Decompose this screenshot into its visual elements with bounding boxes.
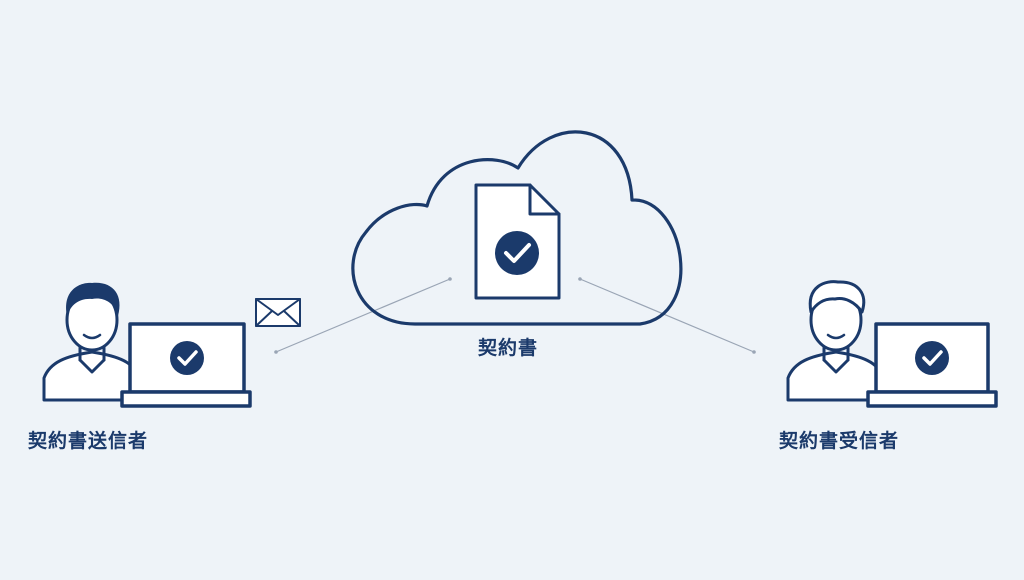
receiver-person-icon <box>786 280 886 402</box>
connector-dot <box>448 277 452 281</box>
connector-dot <box>274 350 278 354</box>
document-check-icon <box>474 183 561 300</box>
connector-line-left <box>275 278 451 353</box>
person-collar <box>822 358 850 374</box>
laptop-check-badge <box>170 341 204 375</box>
person-hair <box>808 280 866 314</box>
person-smile <box>826 333 846 340</box>
sender-person-icon <box>42 282 142 402</box>
connector-dot <box>752 350 756 354</box>
document-check-badge <box>495 231 539 275</box>
receiver-laptop-check-icon <box>866 322 998 408</box>
cloud-icon <box>351 130 683 326</box>
document-fold <box>528 183 561 216</box>
sender-label: 契約書送信者 <box>28 430 149 452</box>
person-hair <box>66 282 120 316</box>
laptop-check-badge <box>915 341 949 375</box>
connector-dot <box>578 277 582 281</box>
receiver-label: 契約書受信者 <box>779 430 900 452</box>
envelope-fold-left <box>255 310 273 327</box>
sender-laptop-check-icon <box>120 322 252 408</box>
person-collar <box>78 358 106 374</box>
envelope-fold-right <box>283 310 301 327</box>
check-icon <box>504 243 531 263</box>
laptop-base <box>120 390 252 408</box>
person-smile <box>82 333 102 340</box>
check-icon <box>922 350 943 366</box>
envelope-icon <box>255 298 301 327</box>
connector-line-right <box>579 278 755 353</box>
check-icon <box>177 350 198 366</box>
cloud-document-label: 契約書 <box>478 337 539 359</box>
envelope-flap <box>255 298 301 316</box>
laptop-base <box>866 390 998 408</box>
